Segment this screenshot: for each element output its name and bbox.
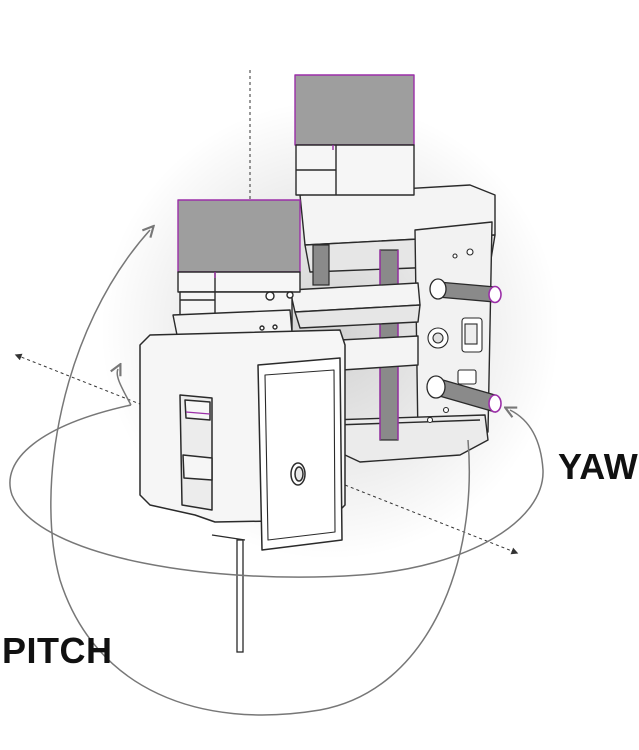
upper-rear-motor [294, 74, 415, 196]
yaw-rotation-arc [9, 404, 544, 578]
front-housing [139, 329, 346, 551]
probe-rod [211, 534, 246, 653]
shafts [426, 278, 502, 413]
pitch-label: PITCH [2, 630, 113, 671]
yaw-label: YAW [558, 446, 639, 487]
yaw-rotation-arc-start [117, 369, 132, 406]
middle-plate [289, 282, 421, 371]
board-details [426, 248, 483, 424]
pitch-rotation-arc [50, 230, 471, 716]
